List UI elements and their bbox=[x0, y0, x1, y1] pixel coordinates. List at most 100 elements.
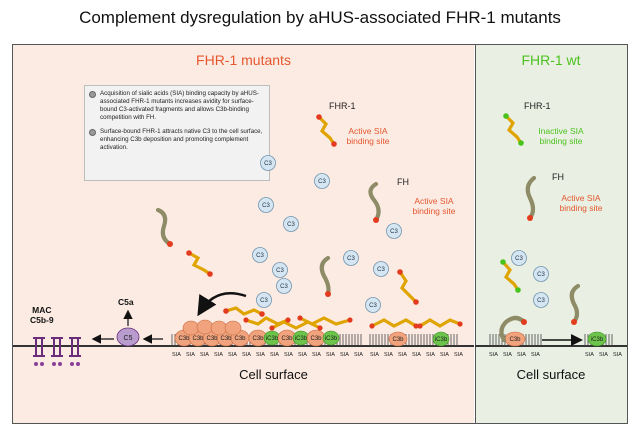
bullet-icon bbox=[89, 91, 96, 98]
bullet-icon bbox=[89, 128, 96, 136]
sia-labels-left: SIA SIA SIA SIA SIA SIA SIA SIA SIA SIA … bbox=[172, 352, 463, 358]
c3b-label: C3b bbox=[509, 337, 521, 343]
svg-text:C3: C3 bbox=[262, 203, 270, 209]
c3b-label: C3b bbox=[281, 336, 293, 342]
svg-text:C3: C3 bbox=[537, 272, 545, 278]
fh-mutant-panel-site-label: Active SIA binding site bbox=[412, 196, 456, 217]
sia-label: SIA bbox=[398, 352, 407, 358]
svg-text:C3: C3 bbox=[256, 253, 264, 259]
wildtype-panel bbox=[475, 45, 628, 423]
mac-subtitle: C5b-9 bbox=[30, 314, 54, 325]
fhr1-wt-label: FHR-1 bbox=[524, 101, 551, 111]
sia-label: SIA bbox=[326, 352, 335, 358]
explanation-note-2-text: Surface-bound FHR-1 attracts native C3 t… bbox=[100, 127, 263, 151]
ic3b-label: iC3b bbox=[266, 336, 279, 342]
mac-pore-dots bbox=[34, 362, 80, 366]
svg-text:C3: C3 bbox=[515, 256, 523, 262]
c3b-label: C3b bbox=[220, 336, 232, 342]
fhr1-mutant-site-label: Active SIA binding site bbox=[346, 126, 390, 147]
c5-label: C5 bbox=[124, 335, 133, 342]
free-fhr1-mutants bbox=[187, 115, 418, 316]
native-c3-labels: C3 C3 C3 C3 C3 C3 C3 C3 C3 C3 C3 C3 C3 C… bbox=[256, 161, 545, 309]
sia-label: SIA bbox=[298, 352, 307, 358]
sia-label: SIA bbox=[585, 352, 594, 358]
c5a-label: C5a bbox=[118, 297, 134, 307]
c3b-label: C3b bbox=[192, 336, 204, 342]
sia-label: SIA bbox=[440, 352, 449, 358]
wt-fhr1-ends bbox=[500, 113, 524, 293]
sia-label: SIA bbox=[613, 352, 622, 358]
sia-label: SIA bbox=[489, 352, 498, 358]
sia-label: SIA bbox=[384, 352, 393, 358]
sia-label: SIA bbox=[517, 352, 526, 358]
svg-text:C3: C3 bbox=[369, 303, 377, 309]
cell-surface-label-left: Cell surface bbox=[239, 367, 308, 382]
svg-text:C3: C3 bbox=[347, 256, 355, 262]
sia-label: SIA bbox=[186, 352, 195, 358]
svg-text:C3: C3 bbox=[260, 298, 268, 304]
native-c3 bbox=[252, 155, 549, 313]
curved-activation-arrow bbox=[197, 292, 247, 317]
sia-label: SIA bbox=[284, 352, 293, 358]
mac-pores bbox=[33, 337, 81, 357]
explanation-note-2: Surface-bound FHR-1 attracts native C3 t… bbox=[89, 128, 265, 152]
figure-title: Complement dysregulation by aHUS-associa… bbox=[79, 8, 561, 27]
sia-label: SIA bbox=[503, 352, 512, 358]
sia-label: SIA bbox=[270, 352, 279, 358]
c3b-label: C3b bbox=[310, 336, 322, 342]
fh-ends bbox=[167, 215, 577, 325]
c3b-label: C3b bbox=[206, 336, 218, 342]
svg-text:C3: C3 bbox=[318, 179, 326, 185]
sia-label: SIA bbox=[256, 352, 265, 358]
fhr1-mutant-label: FHR-1 bbox=[329, 101, 356, 111]
explanation-note-1: Acquisition of sialic acids (SIA) bindin… bbox=[89, 90, 265, 122]
wt-fhr1 bbox=[501, 114, 523, 292]
fh-wt-panel-site-label: Active SIA binding site bbox=[559, 193, 603, 214]
c3b-label: C3b bbox=[178, 336, 190, 342]
c3b-cluster: C3b C3b C3b C3b C3b bbox=[174, 319, 250, 347]
fh-wt-panel-label: FH bbox=[552, 172, 564, 182]
svg-text:C3: C3 bbox=[377, 267, 385, 273]
svg-text:C3: C3 bbox=[280, 284, 288, 290]
sia-label: SIA bbox=[200, 352, 209, 358]
cell-surface-label-right: Cell surface bbox=[516, 367, 586, 382]
sia-label: SIA bbox=[412, 352, 421, 358]
c3b-label: C3b bbox=[392, 337, 404, 343]
c3b-label: C3b bbox=[252, 336, 264, 342]
mutant-panel-header: FHR-1 mutants bbox=[196, 52, 291, 68]
sia-label: SIA bbox=[228, 352, 237, 358]
fh-molecules bbox=[155, 175, 581, 343]
wildtype-panel-header: FHR-1 wt bbox=[521, 52, 581, 68]
c5-protein bbox=[116, 327, 140, 347]
svg-text:C3: C3 bbox=[287, 222, 295, 228]
ic3b-label: iC3b bbox=[295, 336, 308, 342]
fhr1-wt-site-label: Inactive SIA binding site bbox=[538, 126, 584, 147]
explanation-note-1-text: Acquisition of sialic acids (SIA) bindin… bbox=[100, 90, 259, 121]
sia-label: SIA bbox=[370, 352, 379, 358]
figure-frame bbox=[12, 44, 628, 424]
bound-fhr1-mutants bbox=[244, 316, 462, 330]
fh-mutant-panel-label: FH bbox=[397, 177, 409, 187]
svg-text:C3: C3 bbox=[390, 229, 398, 235]
sia-label: SIA bbox=[340, 352, 349, 358]
sia-label: SIA bbox=[172, 352, 181, 358]
sia-label: SIA bbox=[214, 352, 223, 358]
svg-text:C3: C3 bbox=[264, 161, 272, 167]
surface-complexes: C3b iC3b C3b iC3b C3b iC3b C3b iC3b C3b … bbox=[248, 329, 607, 347]
c3b-label: C3b bbox=[234, 336, 246, 342]
free-fhr1-ends bbox=[186, 114, 419, 317]
sia-label: SIA bbox=[599, 352, 608, 358]
sia-label: SIA bbox=[531, 352, 540, 358]
mac-title: MAC bbox=[32, 305, 52, 315]
sia-label: SIA bbox=[312, 352, 321, 358]
sia-label: SIA bbox=[354, 352, 363, 358]
bound-fhr1-ends bbox=[243, 315, 463, 331]
svg-text:C3: C3 bbox=[276, 268, 284, 274]
sia-label: SIA bbox=[242, 352, 251, 358]
sia-label: SIA bbox=[454, 352, 463, 358]
sia-label: SIA bbox=[426, 352, 435, 358]
svg-text:C3: C3 bbox=[537, 298, 545, 304]
ic3b-label: iC3b bbox=[435, 337, 448, 343]
ic3b-label: iC3b bbox=[591, 337, 604, 343]
